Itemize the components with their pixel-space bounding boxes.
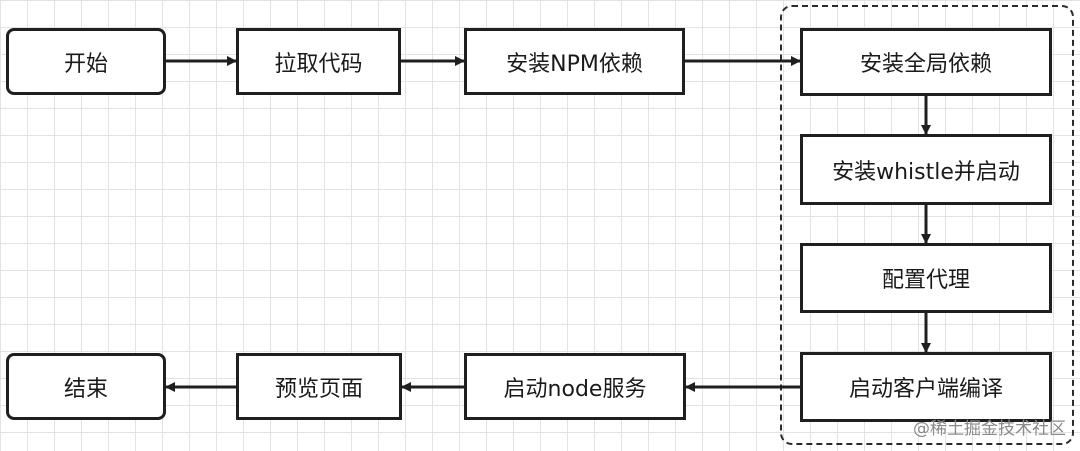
node-pull-code: 拉取代码 [236,28,401,95]
node-start: 开始 [6,28,166,95]
dashed-group-box [780,5,1074,445]
node-install-whistle: 安装whistle并启动 [800,134,1052,205]
node-end: 结束 [6,353,166,420]
watermark-text: @稀土掘金技术社区 [913,419,1066,439]
node-node-service: 启动node服务 [464,353,686,420]
node-install-npm: 安装NPM依赖 [464,28,685,95]
node-install-global: 安装全局依赖 [800,28,1052,96]
node-client-compile: 启动客户端编译 [800,352,1052,422]
node-config-proxy: 配置代理 [800,243,1052,313]
node-preview: 预览页面 [236,353,402,420]
